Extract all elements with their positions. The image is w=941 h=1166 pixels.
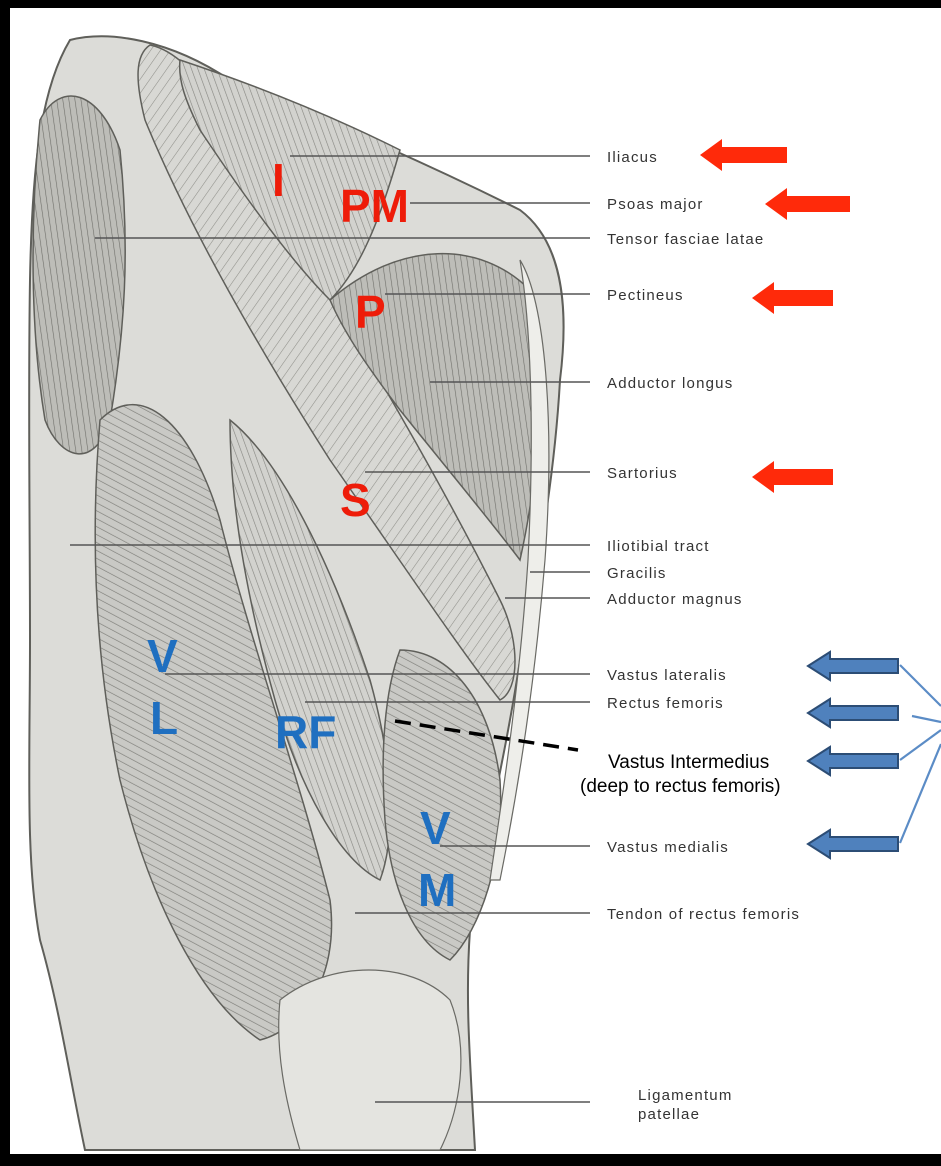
- red-arrows: [700, 139, 850, 493]
- blue-arrow-vastus-lateralis: [808, 652, 898, 680]
- connector-vastus-lateralis: [900, 665, 941, 706]
- label-vastus-lateralis: Vastus lateralis: [607, 667, 727, 684]
- blue-arrow-vastus-intermedius: [808, 747, 898, 775]
- patellar-region: [279, 970, 461, 1150]
- connector-rectus-femoris: [912, 716, 941, 722]
- label-pectineus: Pectineus: [607, 287, 684, 304]
- blue-arrow-rectus-femoris: [808, 699, 898, 727]
- blue-connectors: [900, 665, 941, 843]
- red-arrow-sartorius: [752, 461, 833, 493]
- label-tensor-fasciae-latae: Tensor fasciae latae: [607, 231, 764, 248]
- label-sartorius: Sartorius: [607, 465, 678, 482]
- label-adductor-longus: Adductor longus: [607, 375, 733, 392]
- blue-arrows: [808, 652, 898, 858]
- red-arrow-iliacus: [700, 139, 787, 171]
- label-gracilis: Gracilis: [607, 565, 667, 582]
- note-deep-to-rectus-femoris: (deep to rectus femoris): [580, 776, 781, 797]
- abbr-vastus-lateralis-l: L: [150, 692, 178, 744]
- abbr-iliacus: I: [272, 154, 285, 206]
- label-tendon-rectus-femoris: Tendon of rectus femoris: [607, 906, 800, 923]
- label-iliotibial-tract: Iliotibial tract: [607, 538, 710, 555]
- abbr-sartorius: S: [340, 474, 371, 526]
- red-arrow-psoas-major: [765, 188, 850, 220]
- note-vastus-intermedius: Vastus Intermedius: [608, 752, 769, 773]
- abbr-vastus-lateralis-v: V: [147, 630, 178, 682]
- label-ligamentum: Ligamentum: [638, 1087, 733, 1104]
- connector-vastus-medialis: [900, 744, 941, 843]
- label-rectus-femoris: Rectus femoris: [607, 695, 724, 712]
- red-arrow-pectineus: [752, 282, 833, 314]
- tensor-fasciae-latae-mass: [33, 96, 125, 454]
- connector-vastus-intermedius: [900, 730, 941, 760]
- abbr-rectus-femoris: RF: [275, 706, 336, 758]
- abbr-vastus-medialis-v: V: [420, 802, 451, 854]
- abbr-vastus-medialis-m: M: [418, 864, 456, 916]
- blue-arrow-vastus-medialis: [808, 830, 898, 858]
- label-patellae: patellae: [638, 1106, 700, 1123]
- label-psoas-major: Psoas major: [607, 196, 704, 213]
- label-iliacus: Iliacus: [607, 149, 658, 166]
- abbr-pectineus: P: [355, 286, 386, 338]
- abbr-psoas-major: PM: [340, 180, 409, 232]
- label-vastus-medialis: Vastus medialis: [607, 839, 729, 856]
- label-adductor-magnus: Adductor magnus: [607, 591, 743, 608]
